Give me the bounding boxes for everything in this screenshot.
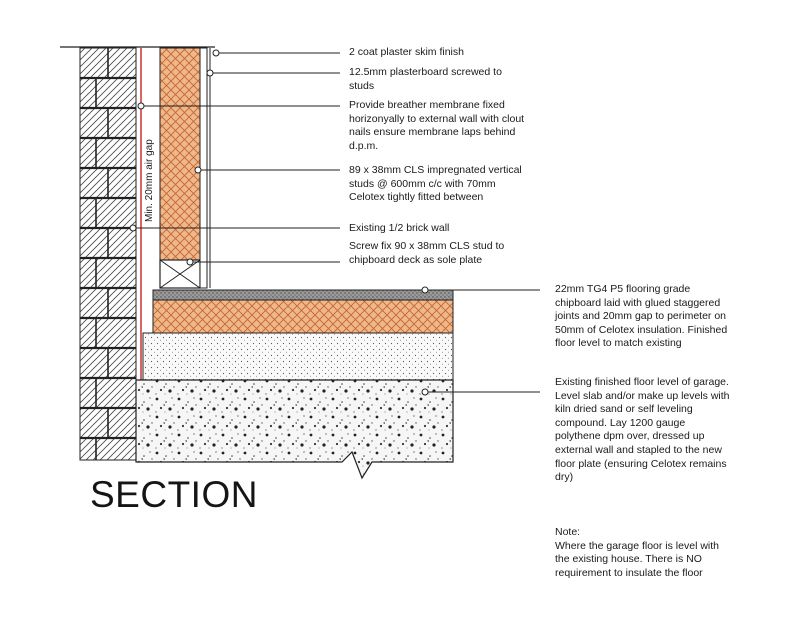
note-brick-wall: Existing 1/2 brick wall bbox=[349, 222, 450, 234]
note-plasterboard: 12.5mm plasterboard screwed to studs bbox=[349, 66, 502, 92]
section-title: SECTION bbox=[90, 474, 258, 515]
note-cls-studs: 89 x 38mm CLS impregnated vertical studs… bbox=[349, 164, 522, 204]
floor-insulation bbox=[152, 299, 454, 334]
note-plaster-skim: 2 coat plaster skim finish bbox=[349, 46, 464, 58]
note-existing-floor: Existing finished floor level of garage.… bbox=[555, 376, 730, 484]
plasterboard bbox=[199, 47, 208, 289]
concrete-slab bbox=[135, 379, 454, 480]
brick-wall bbox=[79, 47, 137, 461]
note-sole-plate: Screw fix 90 x 38mm CLS stud to chipboar… bbox=[349, 240, 505, 266]
note-breather-membrane: Provide breather membrane fixed horizony… bbox=[349, 99, 525, 152]
air-gap-label: Min. 20mm air gap bbox=[144, 139, 155, 222]
sole-plate bbox=[159, 259, 201, 289]
leader-lines bbox=[129, 49, 540, 396]
note-chipboard: 22mm TG4 P5 flooring grade chipboard lai… bbox=[555, 283, 728, 350]
sand-levelling-layer bbox=[142, 332, 454, 381]
note-insulation-requirement: Note: Where the garage floor is level wi… bbox=[555, 526, 719, 579]
chipboard-deck bbox=[152, 289, 454, 301]
